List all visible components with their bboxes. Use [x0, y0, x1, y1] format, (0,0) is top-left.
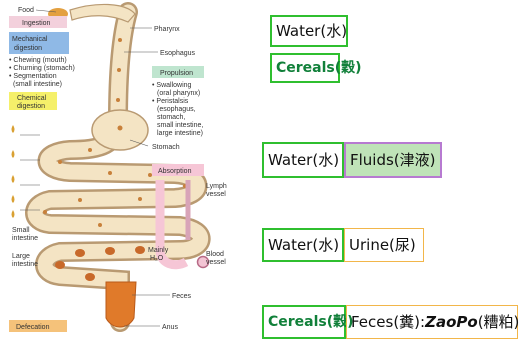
tag-cereals-top: Cereals(穀)	[270, 53, 340, 83]
tag-water-urine-row: Water(水)	[262, 228, 344, 262]
label-stomach: Stomach	[152, 144, 180, 151]
label-h2o: H₂O	[150, 255, 164, 262]
feces-suffix: (糟粕)	[478, 315, 520, 330]
label-absorption: Absorption	[158, 168, 192, 175]
label-food: Food	[18, 7, 34, 14]
enzyme-drops	[12, 125, 15, 218]
tag-fluids: Fluids(津液)	[344, 142, 442, 178]
label-mainly: Mainly	[148, 247, 169, 254]
feces-prefix: Feces(糞):	[351, 315, 425, 330]
tag-urine: Urine(尿)	[344, 228, 424, 262]
label-propulsion: Propulsion	[160, 70, 193, 77]
label-feces: Feces	[172, 293, 192, 300]
feces-zaopo: ZaoPo	[425, 315, 478, 330]
mouth-shape	[70, 4, 135, 22]
label-anus: Anus	[162, 324, 178, 331]
label-esophagus: Esophagus	[160, 50, 196, 57]
rectum-feces	[106, 282, 136, 327]
mechanical-list: • Chewing (mouth)• Churning (stomach)• S…	[9, 57, 75, 88]
label-ingestion: Ingestion	[22, 20, 51, 27]
tag-water-top: Water(水)	[270, 15, 348, 47]
propulsion-list: • Swallowing(oral pharynx)• Peristalsis(…	[152, 82, 203, 137]
tag-water-fluids-row: Water(水)	[262, 142, 344, 178]
label-pharynx: Pharynx	[154, 26, 180, 33]
tag-cereals-feces-row: Cereals(穀)	[262, 305, 346, 339]
tag-feces: Feces(糞):ZaoPo(糟粕)	[346, 305, 518, 339]
label-defecation: Defecation	[16, 324, 50, 331]
